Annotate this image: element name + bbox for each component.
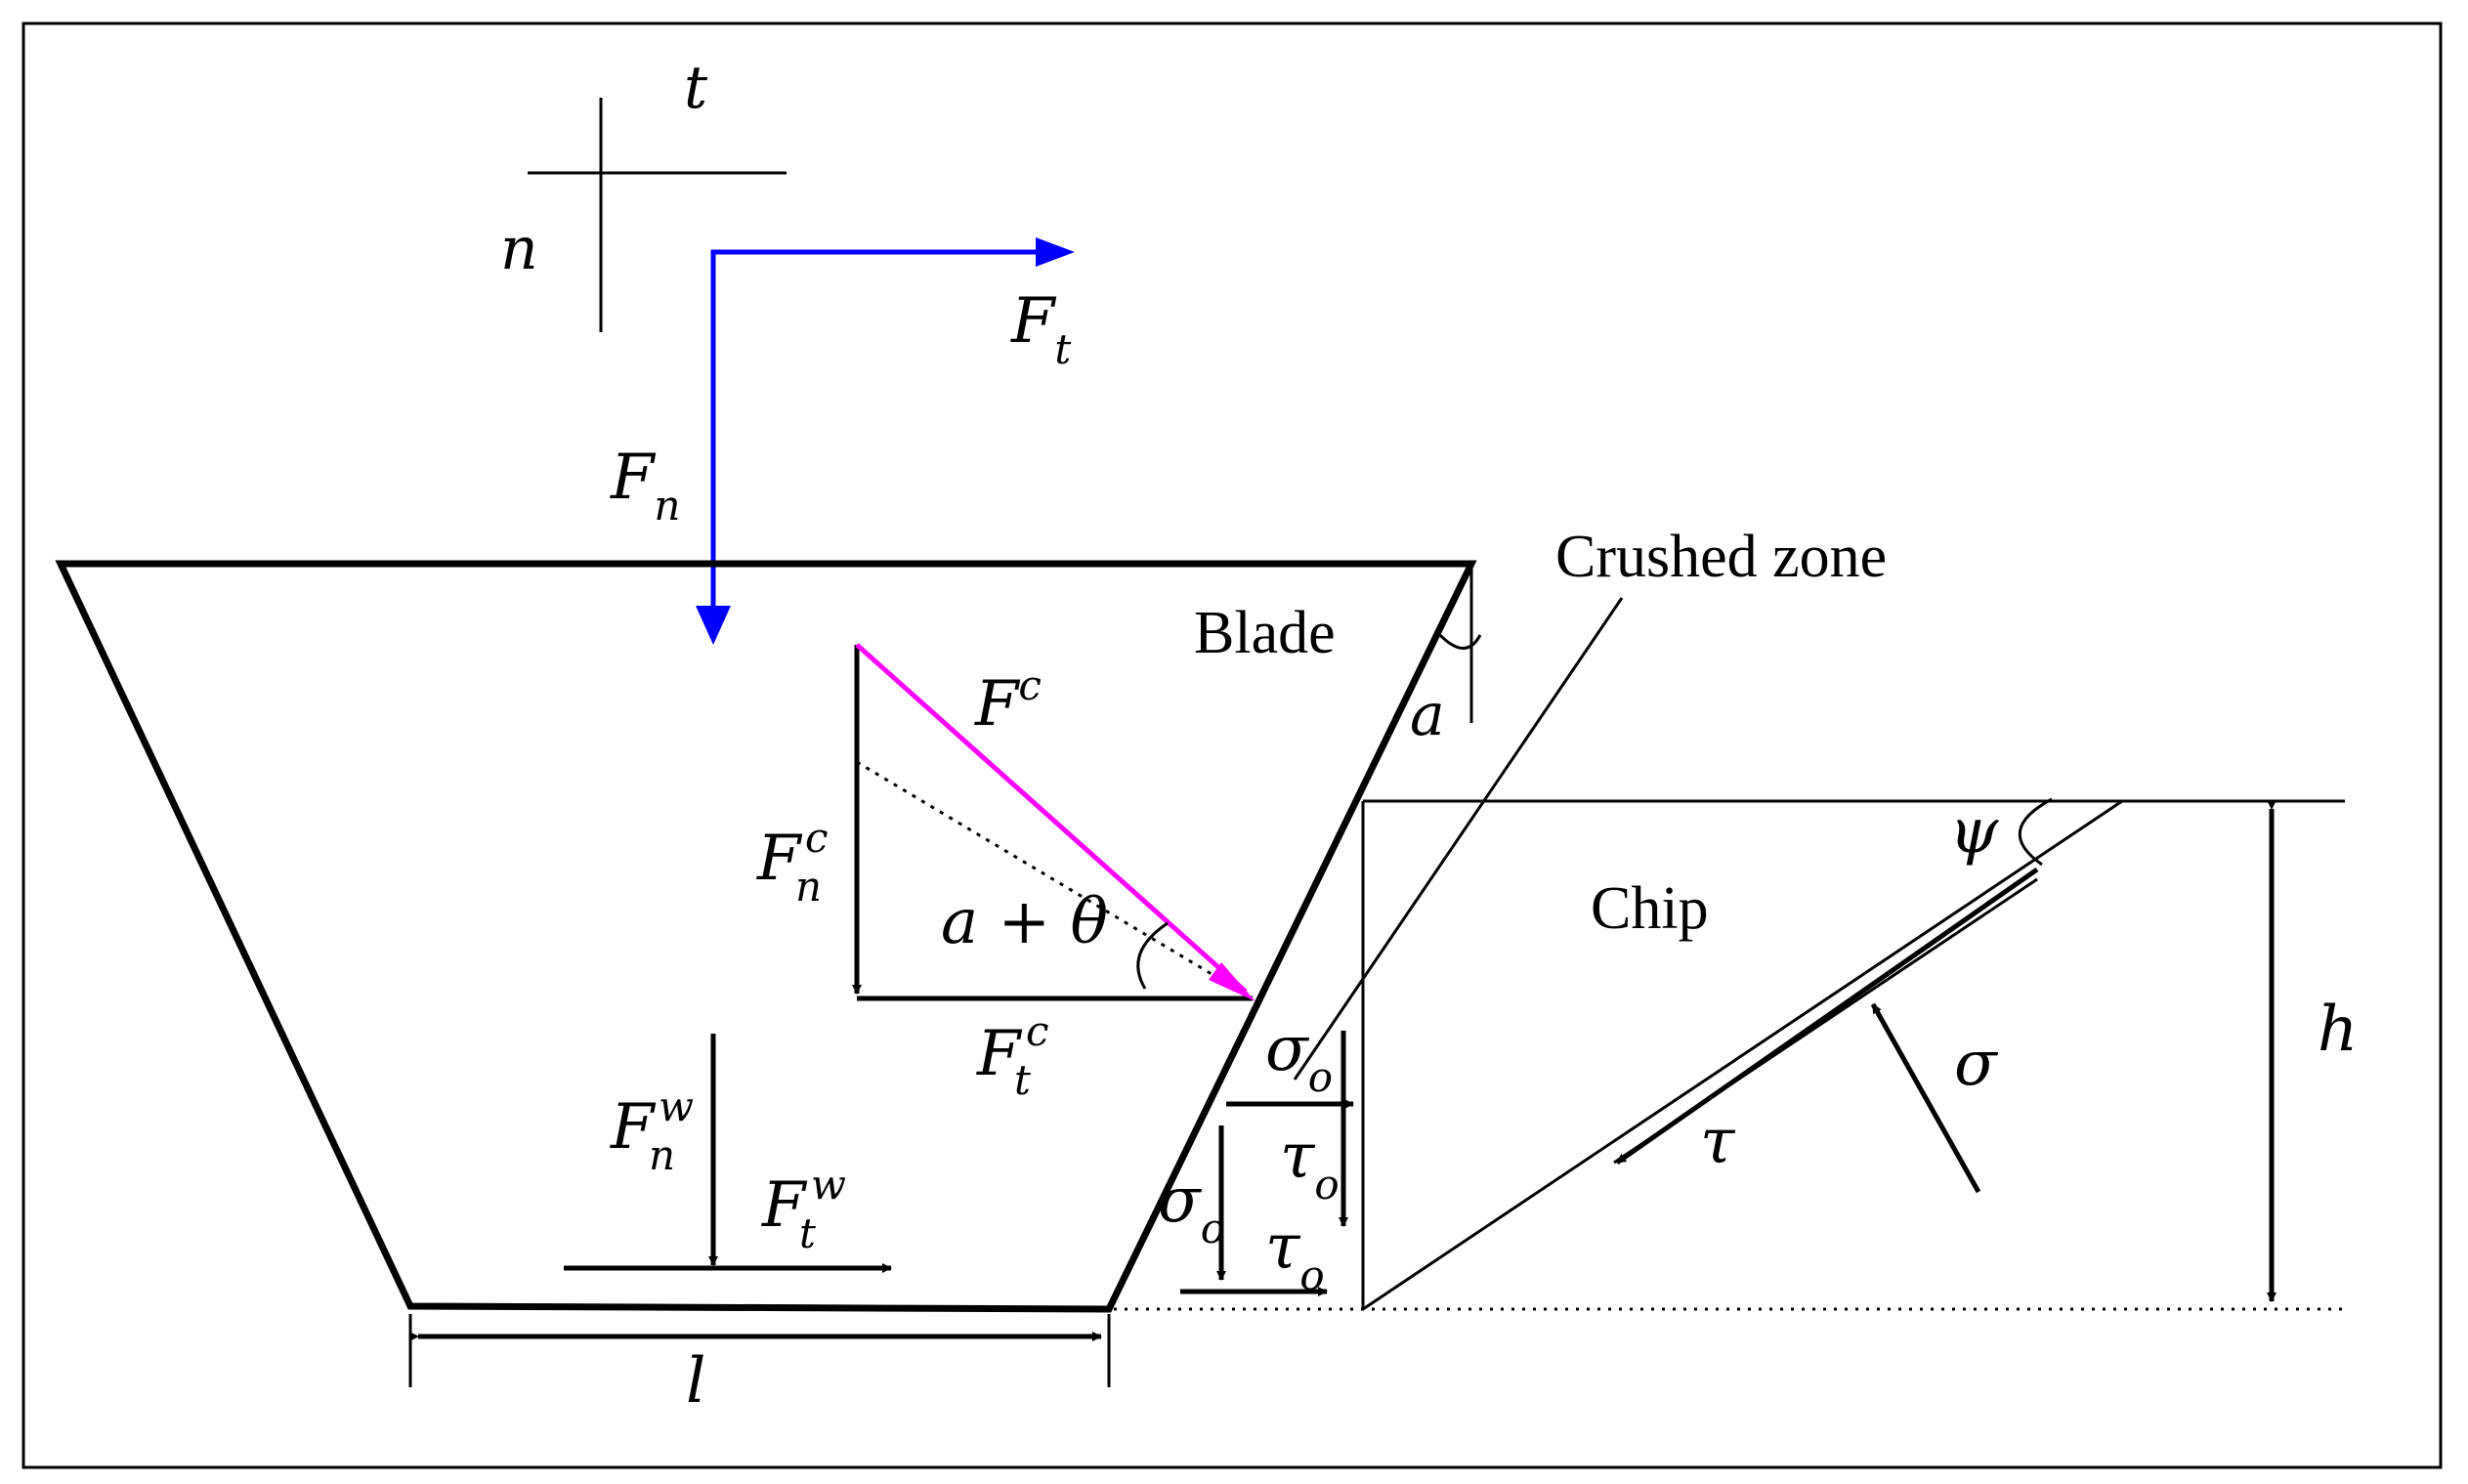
F-n-w-label: F w n [610,1064,713,1179]
tau-o-upper-label: τo [1280,1121,1340,1208]
shear-angle-label: ψ [1949,795,1999,868]
F-n-label: Fn [610,442,680,530]
tau-o-lower-label: τo [1265,1211,1325,1299]
blade-outline [55,560,1477,1313]
F-c-label: Fc [974,661,1042,741]
rake-angle-label: a [1410,681,1445,749]
F-c-dotted-line [856,760,1254,1000]
a-plus-theta-label: a + θ [941,886,1108,958]
width-label: l [686,1345,705,1418]
tau-arrow [1615,867,2039,1166]
crushed-zone-pointer [1293,597,1624,1081]
axis-t-label: t [684,54,708,122]
tau-label: τ [1700,1106,1736,1178]
F-n-arrowhead [696,606,731,645]
chip-outline [1361,799,2345,1311]
F-t-label: Ft [1010,285,1071,373]
F-t-arrowhead [1036,237,1075,267]
sigma-o-lower-label: σo [1158,1165,1225,1252]
sigma-arrow [1870,1002,1981,1194]
F-t-c-label: F c t [976,989,1069,1104]
blade-label: Blade [1194,600,1336,666]
chip-label: Chip [1591,875,1709,942]
width-dimension [408,1314,1111,1387]
cutting-force-triangle [852,643,1255,1001]
F-n-c-label: F c n [756,795,848,911]
F-t-w-label: F w t [761,1142,866,1257]
sigma-o-upper-label: σo [1265,1013,1333,1101]
F-c-arrow [855,643,1248,994]
F-c-arrowhead [1209,962,1255,1001]
height-label: h [2318,994,2358,1066]
coordinate-axes [528,98,787,332]
rake-angle-arc [1436,631,1482,650]
crushed-zone-label: Crushed zone [1555,524,1887,590]
blade-force-path [710,249,1036,620]
axis-n-label: n [500,215,538,283]
a-plus-theta-arc [1136,921,1169,990]
sigma-label: σ [1954,1028,1999,1100]
blade-force-arrows [696,237,1075,645]
diagram-frame [21,21,2443,1469]
shear-angle-arc [2018,797,2053,867]
